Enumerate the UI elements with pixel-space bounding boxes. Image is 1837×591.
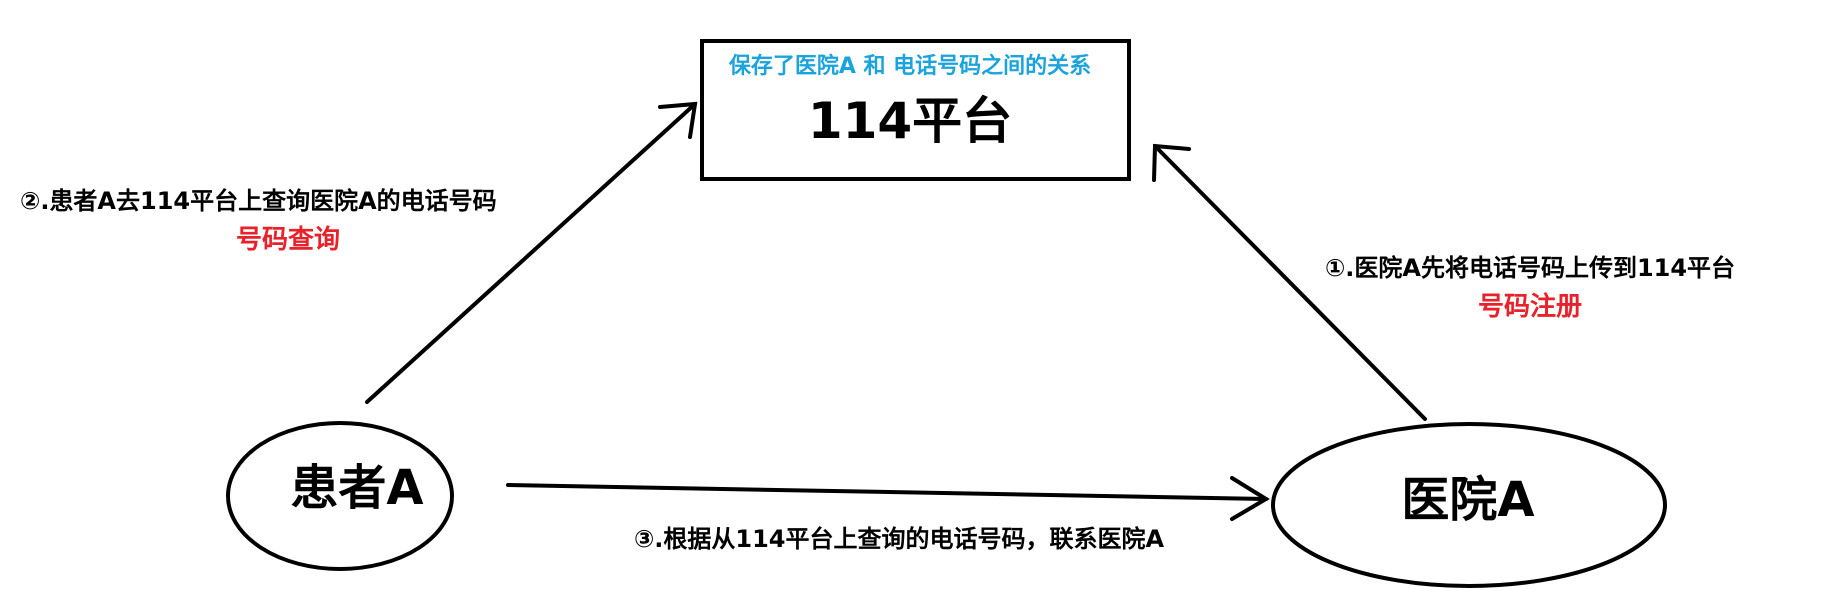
step1-description: ①.医院A先将电话号码上传到114平台 [1324, 254, 1736, 282]
step1-tag: 号码注册 [1477, 292, 1583, 322]
patient-label: 患者A [290, 460, 424, 516]
step2-description: ②.患者A去114平台上查询医院A的电话号码 [20, 187, 497, 215]
arrow-patient-to-platform [365, 101, 698, 404]
platform-title: 114平台 [807, 92, 1013, 150]
arrow-patient-to-hospital [506, 476, 1270, 521]
hospital-label: 医院A [1401, 472, 1535, 528]
arrow-hospital-to-platform [1152, 143, 1427, 421]
step3-description: ③.根据从114平台上查询的电话号码，联系医院A [633, 525, 1165, 553]
step2-tag: 号码查询 [235, 225, 341, 255]
patient-ellipse [226, 421, 454, 571]
hospital-ellipse [1271, 422, 1667, 588]
platform-subtitle: 保存了医院A 和 电话号码之间的关系 [728, 54, 1092, 79]
platform-box [700, 39, 1131, 181]
